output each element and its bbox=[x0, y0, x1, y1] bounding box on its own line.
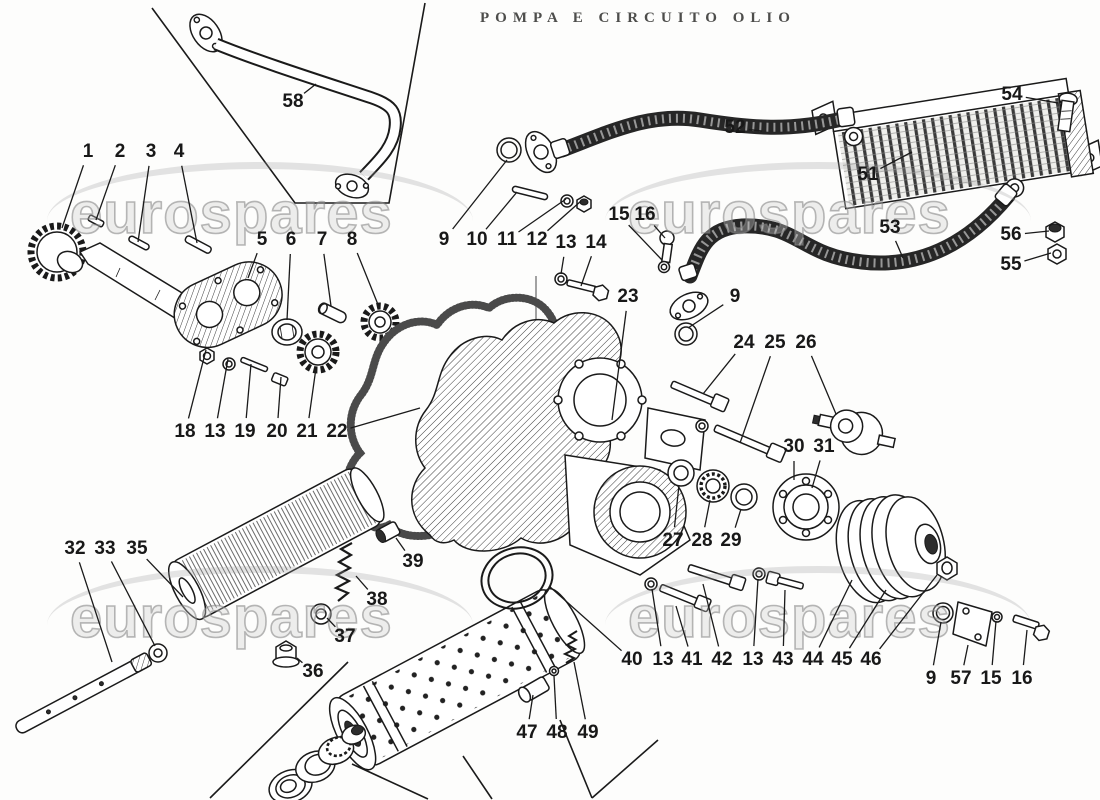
callout-24: 24 bbox=[733, 332, 755, 353]
seal-rings bbox=[667, 459, 758, 511]
callout-57: 57 bbox=[950, 668, 972, 689]
callout-42: 42 bbox=[711, 649, 733, 670]
callout-48: 48 bbox=[546, 722, 568, 743]
callout-7: 7 bbox=[316, 229, 328, 250]
callout-14: 14 bbox=[585, 232, 607, 253]
callout-23: 23 bbox=[617, 286, 639, 307]
callout-16: 16 bbox=[634, 204, 656, 225]
callout-4: 4 bbox=[173, 141, 185, 162]
callout-13: 13 bbox=[652, 649, 674, 670]
pressure-sender bbox=[811, 409, 896, 456]
callout-9: 9 bbox=[925, 668, 937, 689]
callout-44: 44 bbox=[802, 649, 824, 670]
callout-16: 16 bbox=[1011, 668, 1033, 689]
callout-51: 51 bbox=[857, 164, 879, 185]
callout-36: 36 bbox=[302, 661, 324, 682]
callout-13: 13 bbox=[555, 232, 577, 253]
callout-2: 2 bbox=[114, 141, 126, 162]
case-bolts bbox=[644, 564, 805, 613]
pump-cover-plate bbox=[173, 261, 283, 349]
callout-33: 33 bbox=[94, 538, 116, 559]
callout-25: 25 bbox=[764, 332, 786, 353]
callout-6: 6 bbox=[285, 229, 297, 250]
callout-19: 19 bbox=[234, 421, 256, 442]
callout-41: 41 bbox=[681, 649, 703, 670]
callout-43: 43 bbox=[772, 649, 794, 670]
callout-15: 15 bbox=[608, 204, 630, 225]
callout-29: 29 bbox=[720, 530, 742, 551]
pump-gears-group bbox=[271, 302, 400, 374]
callout-13: 13 bbox=[742, 649, 764, 670]
callout-56: 56 bbox=[1000, 224, 1022, 245]
callout-37: 37 bbox=[334, 626, 356, 647]
callout-32: 32 bbox=[64, 538, 86, 559]
callout-5: 5 bbox=[256, 229, 268, 250]
oil-pipe-58 bbox=[189, 13, 402, 199]
cooler-hardware bbox=[1045, 92, 1078, 265]
callout-15: 15 bbox=[980, 668, 1002, 689]
callout-58: 58 bbox=[282, 91, 304, 112]
callout-49: 49 bbox=[577, 722, 599, 743]
callout-30: 30 bbox=[783, 436, 805, 457]
page-title: POMPA E CIRCUITO OLIO bbox=[480, 10, 796, 26]
callout-12: 12 bbox=[526, 229, 548, 250]
callout-47: 47 bbox=[516, 722, 538, 743]
oil-pickup-tube bbox=[15, 652, 153, 734]
braided-hose-52 bbox=[549, 106, 856, 160]
callout-9: 9 bbox=[438, 229, 450, 250]
callout-53: 53 bbox=[879, 217, 901, 238]
callout-35: 35 bbox=[126, 538, 148, 559]
callout-55: 55 bbox=[1000, 254, 1022, 275]
callout-52: 52 bbox=[724, 117, 746, 138]
callout-3: 3 bbox=[145, 141, 157, 162]
drive-gear-shaft bbox=[27, 214, 212, 321]
callout-9: 9 bbox=[729, 286, 741, 307]
valve-stack bbox=[268, 724, 367, 800]
callout-1: 1 bbox=[82, 141, 94, 162]
callout-38: 38 bbox=[366, 589, 388, 610]
callout-11: 11 bbox=[496, 229, 518, 250]
callout-39: 39 bbox=[402, 551, 424, 572]
break-lines-top bbox=[151, 2, 426, 204]
large-o-ring bbox=[480, 546, 554, 610]
blanking-plate-group bbox=[932, 601, 1051, 647]
callout-28: 28 bbox=[691, 530, 713, 551]
callout-22: 22 bbox=[326, 421, 348, 442]
callout-10: 10 bbox=[466, 229, 488, 250]
callout-20: 20 bbox=[266, 421, 288, 442]
drive-flange-hub bbox=[772, 473, 840, 541]
callout-21: 21 bbox=[296, 421, 318, 442]
callout-31: 31 bbox=[813, 436, 835, 457]
callout-8: 8 bbox=[346, 229, 358, 250]
callout-40: 40 bbox=[621, 649, 643, 670]
pulley-nut bbox=[936, 556, 958, 581]
callout-46: 46 bbox=[860, 649, 882, 670]
callout-18: 18 bbox=[174, 421, 196, 442]
callout-54: 54 bbox=[1001, 84, 1023, 105]
callout-13: 13 bbox=[204, 421, 226, 442]
tube-washer bbox=[148, 643, 168, 663]
callout-26: 26 bbox=[795, 332, 817, 353]
pulley bbox=[835, 494, 946, 604]
callout-45: 45 bbox=[831, 649, 853, 670]
callout-27: 27 bbox=[662, 530, 684, 551]
